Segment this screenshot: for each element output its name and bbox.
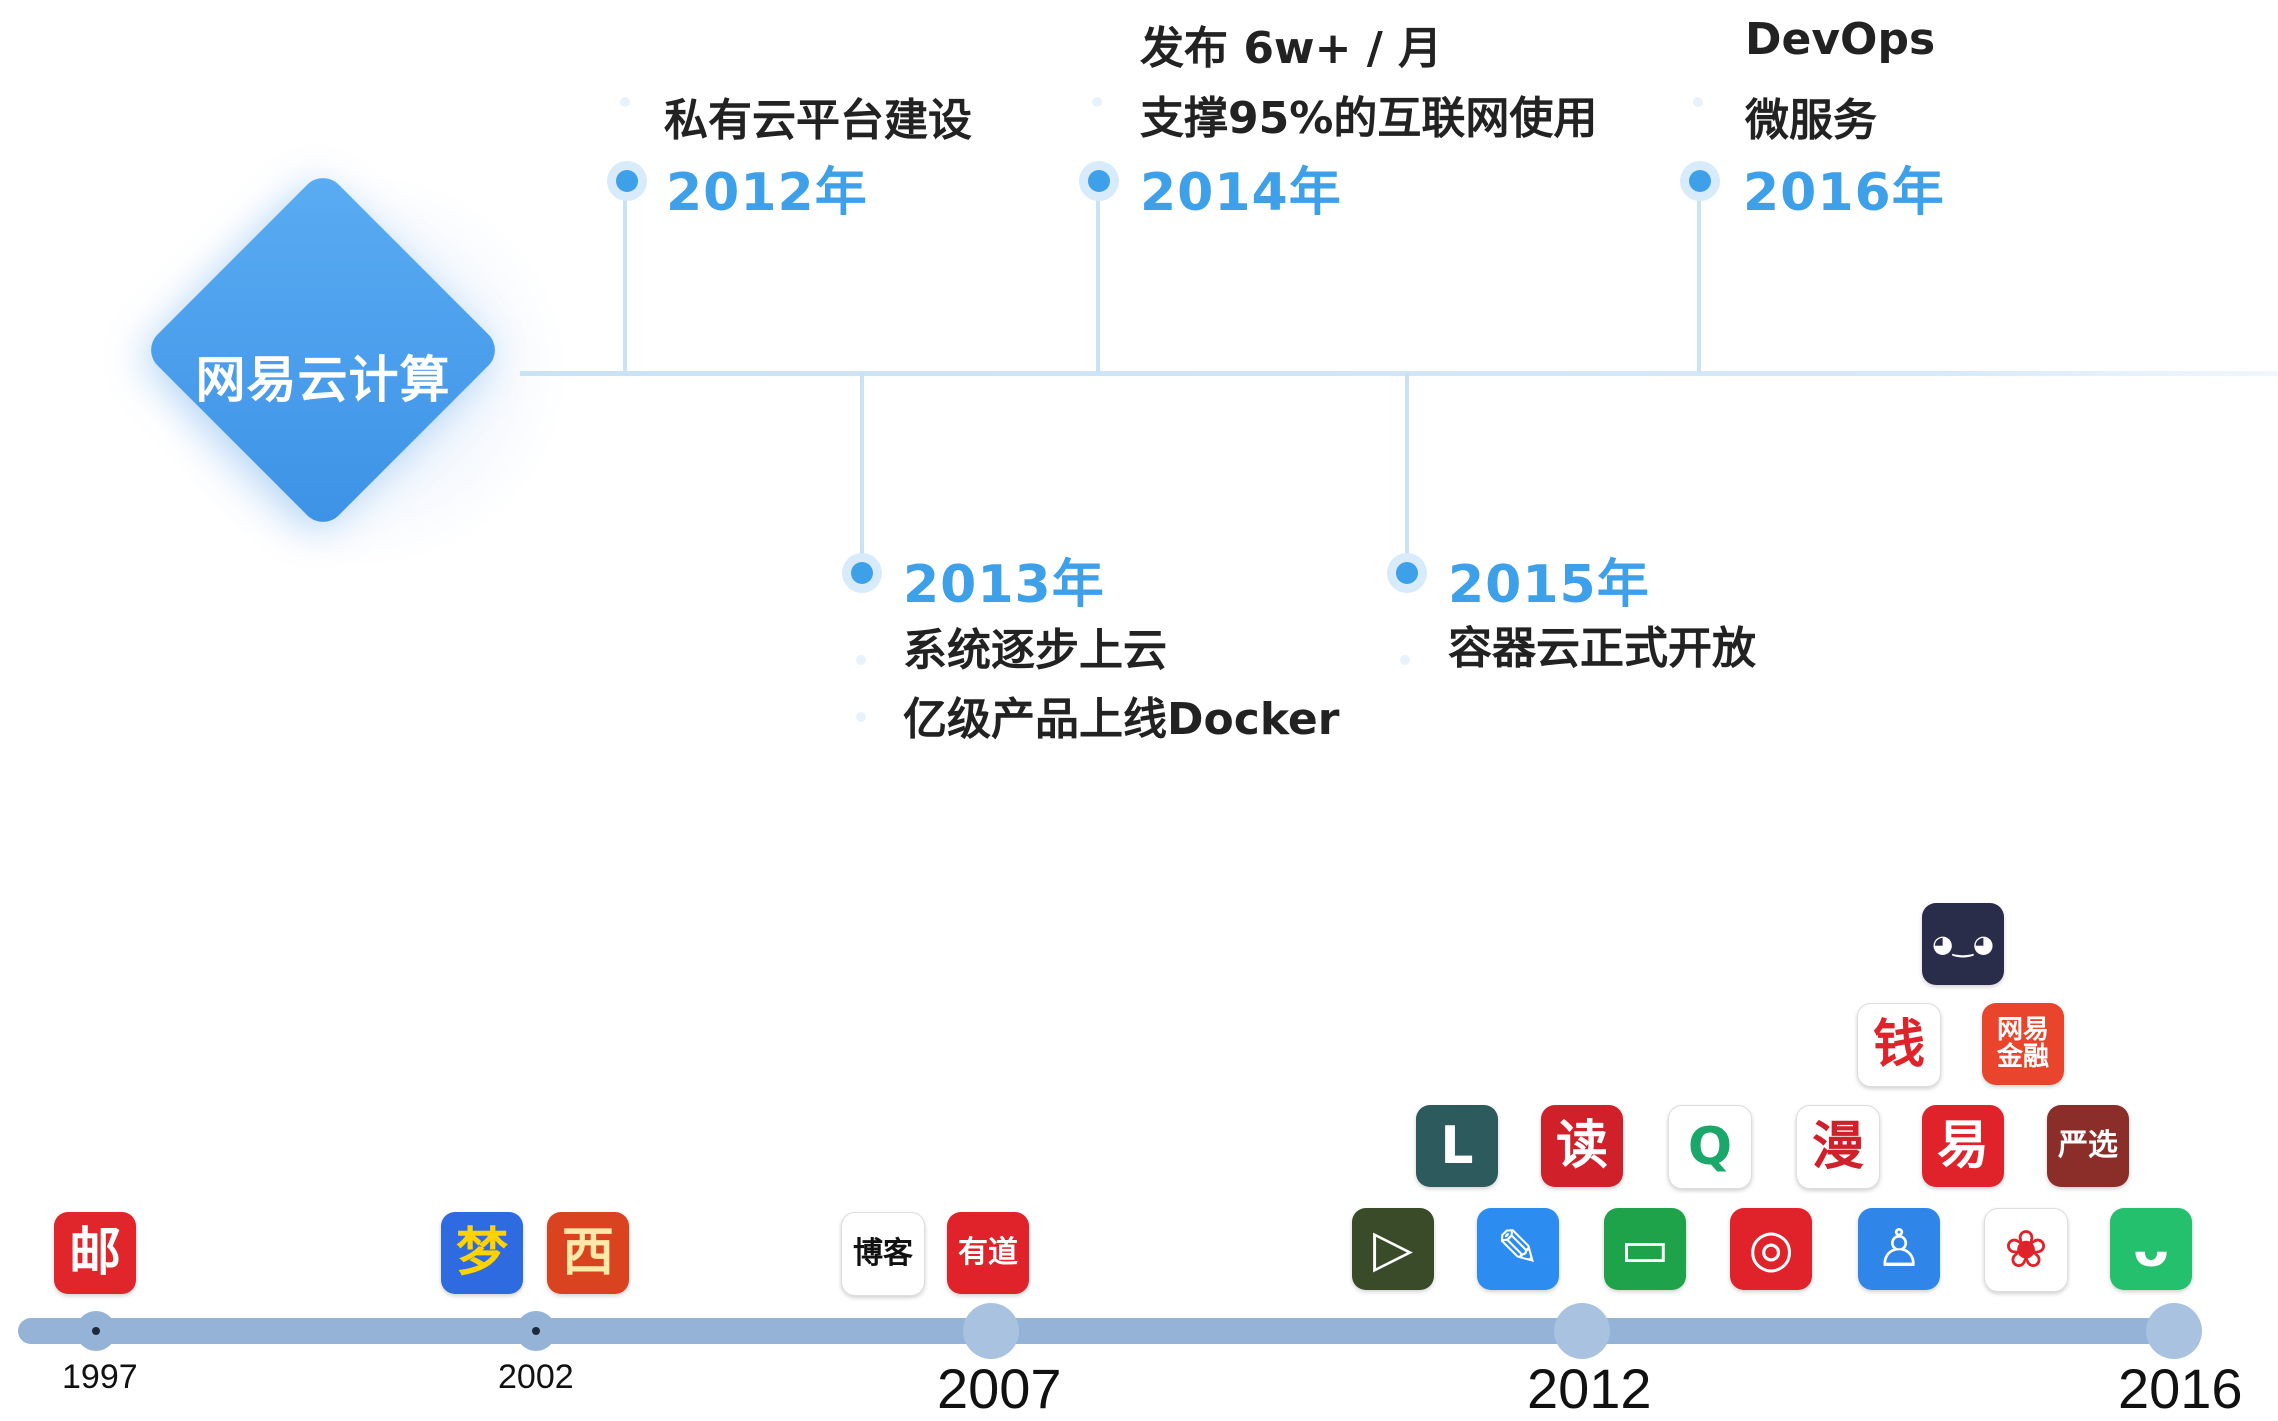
- lottery-app-icon[interactable]: 易: [1922, 1105, 2004, 1187]
- app-icon-glyph: Q: [1687, 1117, 1733, 1177]
- app-icon-glyph: 读: [1555, 1116, 1608, 1176]
- year-marker-1997: [76, 1311, 116, 1351]
- milestone-2014-line-2: 支撑95%的互联网使用: [1140, 93, 1598, 144]
- milestone-2013-line-1: 系统逐步上云: [903, 625, 1167, 676]
- milestone-dot-2014: [1088, 170, 1110, 192]
- app-icon-glyph: ◕‿◕: [1932, 930, 1994, 958]
- milestone-2015-line-1: 容器云正式开放: [1448, 623, 1756, 674]
- year-label-2007: 2007: [937, 1357, 1062, 1420]
- youdao-app-icon[interactable]: 有道: [947, 1212, 1029, 1294]
- app-icon-glyph: L: [1440, 1116, 1474, 1176]
- milestone-2015-year: 2015年: [1448, 555, 1650, 615]
- bullet-dot: [1092, 97, 1102, 107]
- app-icon-glyph: 漫: [1811, 1117, 1864, 1177]
- yanxuan-app-icon[interactable]: 严选: [2047, 1105, 2129, 1187]
- milestone-2016-line-1: DevOps: [1745, 14, 1936, 65]
- open-course-app-icon[interactable]: ▷: [1352, 1208, 1434, 1290]
- app-icon-glyph: ❀: [2004, 1220, 2048, 1280]
- connector-2012: [623, 178, 627, 373]
- center-label: 网易云计算: [195, 351, 451, 409]
- cloud-music-app-icon[interactable]: ◎: [1730, 1208, 1812, 1290]
- year-label-2016: 2016: [2118, 1357, 2243, 1420]
- game-app-icon[interactable]: ᴗ: [2110, 1208, 2192, 1290]
- app-icon-glyph: 严选: [2058, 1128, 2118, 1163]
- year-marker-2016: [2146, 1303, 2202, 1359]
- year-label-2012: 2012: [1527, 1357, 1652, 1420]
- lofter-app-icon[interactable]: L: [1416, 1105, 1498, 1187]
- app-icon-glyph: 钱: [1872, 1015, 1925, 1075]
- mail-app-icon[interactable]: 邮: [54, 1212, 136, 1294]
- app-icon-glyph: 博客: [853, 1236, 913, 1271]
- main-timeline-line: [520, 371, 2278, 376]
- year-marker-2007: [963, 1303, 1019, 1359]
- year-marker-2012: [1554, 1303, 1610, 1359]
- blog-app-icon[interactable]: 博客: [841, 1212, 925, 1296]
- note-app-icon[interactable]: ✎: [1477, 1208, 1559, 1290]
- app-icon-glyph: 易: [1936, 1116, 1989, 1176]
- dream-game-app-icon[interactable]: 梦: [441, 1212, 523, 1294]
- money-app-icon[interactable]: 钱: [1857, 1003, 1941, 1087]
- app-icon-glyph: ◎: [1748, 1219, 1794, 1279]
- koala-app-icon[interactable]: ❀: [1984, 1208, 2068, 1292]
- contacts-app-icon[interactable]: ♙: [1858, 1208, 1940, 1290]
- q-app-icon[interactable]: Q: [1668, 1105, 1752, 1189]
- year-label-1997: 1997: [62, 1358, 138, 1396]
- milestone-2014-line-1: 发布 6w+ / 月: [1140, 23, 1443, 74]
- app-icon-glyph: ᴗ: [2133, 1219, 2169, 1279]
- milestone-2013-year: 2013年: [903, 555, 1105, 615]
- milestone-2013-line-2: 亿级产品上线Docker: [903, 694, 1340, 745]
- bullet-dot: [620, 97, 630, 107]
- book-app-icon[interactable]: ▭: [1604, 1208, 1686, 1290]
- milestone-2016-year: 2016年: [1743, 163, 1945, 223]
- app-icon-glyph: ♙: [1875, 1219, 1923, 1279]
- milestone-2014-year: 2014年: [1140, 163, 1342, 223]
- comic-app-icon[interactable]: 漫: [1796, 1105, 1880, 1189]
- app-icon-glyph: ▷: [1373, 1219, 1413, 1279]
- milestone-2016-line-2: 微服务: [1745, 95, 1877, 146]
- milestone-dot-2013: [851, 562, 873, 584]
- milestone-dot-2012: [616, 170, 638, 192]
- milestone-dot-2016: [1689, 170, 1711, 192]
- year-label-2002: 2002: [498, 1358, 574, 1396]
- year-marker-2002: [516, 1311, 556, 1351]
- app-icon-glyph: 西: [561, 1223, 614, 1283]
- app-icon-glyph: 邮: [68, 1223, 121, 1283]
- connector-2014: [1096, 178, 1100, 373]
- bullet-dot: [856, 712, 866, 722]
- milestone-2012-line-1: 私有云平台建设: [664, 95, 972, 146]
- app-icon-glyph: 梦: [455, 1223, 508, 1283]
- bullet-dot: [1693, 97, 1703, 107]
- finance-app-icon[interactable]: 网易金融: [1982, 1003, 2064, 1085]
- app-icon-glyph: 有道: [958, 1235, 1018, 1270]
- app-icon-glyph: 网易金融: [1996, 1014, 2049, 1072]
- connector-2016: [1697, 178, 1701, 373]
- milestone-2012-year: 2012年: [666, 163, 868, 223]
- milestone-dot-2015: [1396, 562, 1418, 584]
- product-timeline-axis: [18, 1318, 2178, 1344]
- anime-app-icon[interactable]: ◕‿◕: [1922, 903, 2004, 985]
- app-icon-glyph: ▭: [1620, 1219, 1670, 1279]
- connector-2013: [860, 373, 864, 573]
- bullet-dot: [1400, 655, 1410, 665]
- read-app-icon[interactable]: 读: [1541, 1105, 1623, 1187]
- app-icon-glyph: ✎: [1496, 1219, 1540, 1279]
- bullet-dot: [856, 655, 866, 665]
- connector-2015: [1405, 373, 1409, 573]
- westward-game-app-icon[interactable]: 西: [547, 1212, 629, 1294]
